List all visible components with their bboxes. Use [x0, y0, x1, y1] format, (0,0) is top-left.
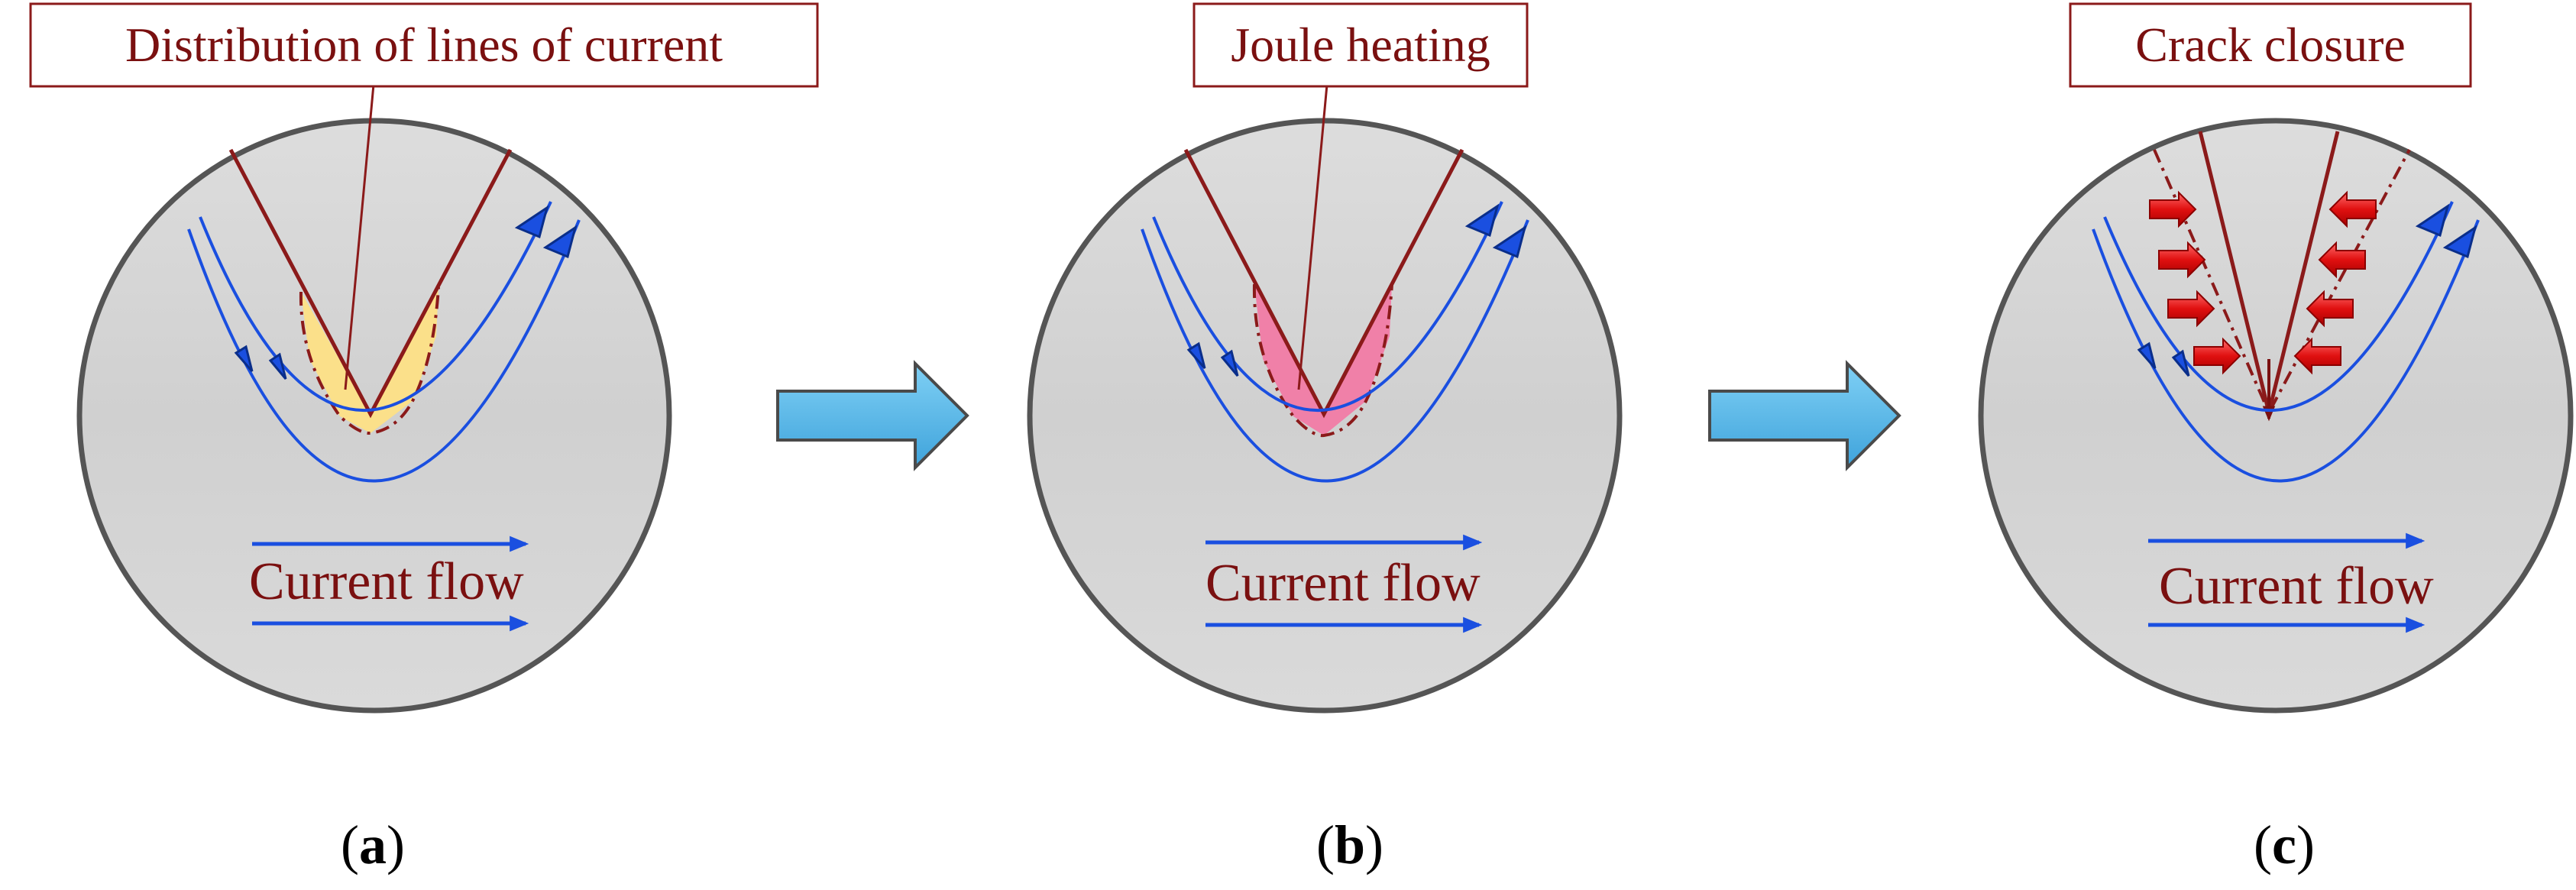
specimen-disk	[1978, 118, 2574, 714]
flow-arrowhead-icon	[1492, 225, 1527, 259]
caption-letter: b	[1335, 814, 1365, 875]
label-box	[2069, 2, 2472, 88]
caption-letter: c	[2272, 814, 2296, 875]
flow-arrowhead-icon	[2415, 203, 2450, 238]
current-line-inner	[1152, 201, 1503, 413]
flow-arrowhead-icon	[1186, 341, 1206, 369]
closure-arrows-left	[2149, 190, 2241, 375]
crack-outline-dashed	[1252, 283, 1393, 438]
flow-arrowhead-icon	[2137, 341, 2157, 369]
caption-a: (a)	[341, 814, 405, 875]
flow-arrowhead-icon	[542, 225, 578, 259]
crack-edge	[1183, 148, 1464, 419]
flow-arrowhead-icon	[2171, 349, 2190, 377]
compression-arrow-icon	[2167, 290, 2215, 328]
flow-arrowhead-icon	[234, 345, 254, 372]
compression-arrow-icon	[2149, 190, 2197, 228]
panel-title: Crack closure	[2135, 18, 2406, 72]
flow-arrowhead-icon	[268, 352, 287, 380]
original-crack-outline-dashed	[2153, 149, 2411, 416]
right-arrow-icon	[776, 360, 969, 471]
closure-arrows-right	[2293, 190, 2377, 375]
current-line-inner	[2103, 201, 2454, 413]
joule-heating-zone	[1254, 284, 1392, 435]
flow-arrowhead-icon	[1464, 203, 1500, 238]
caption-b: (b)	[1316, 814, 1383, 875]
flow-arrowhead-icon	[2442, 225, 2477, 259]
current-flow-label: Current flow	[1205, 554, 1481, 613]
current-line-inner	[199, 201, 552, 413]
right-arrow-icon	[1708, 360, 1901, 471]
compression-arrow-icon	[2193, 337, 2241, 375]
compression-arrow-icon	[2306, 290, 2354, 328]
flow-arrowhead-icon	[1220, 349, 1239, 377]
crack-outline-dashed	[299, 286, 440, 435]
caption-c: (c)	[2254, 814, 2315, 875]
panel-c: Crack closure Current flow (c)	[1978, 2, 2574, 875]
compression-arrow-icon	[2328, 190, 2377, 228]
compression-arrow-icon	[2293, 337, 2341, 375]
panel-b: Joule heating Current flow (b)	[1027, 2, 1623, 875]
panel-title: Joule heating	[1231, 18, 1490, 72]
crack-edge	[228, 148, 513, 419]
caption-letter: a	[359, 814, 387, 875]
label-box	[29, 2, 819, 88]
current-concentration-zone	[301, 287, 439, 433]
flow-arrowhead-icon	[514, 205, 549, 239]
label-leader-line	[344, 76, 376, 390]
panel-a: Distribution of lines of current Current…	[29, 2, 819, 875]
current-flow-label: Current flow	[2159, 557, 2434, 616]
label-box	[1193, 2, 1529, 88]
label-leader-line	[1297, 76, 1329, 390]
panel-title: Distribution of lines of current	[125, 18, 723, 72]
compression-arrow-icon	[2318, 241, 2366, 279]
compression-arrow-icon	[2158, 241, 2206, 279]
current-flow-label: Current flow	[249, 552, 524, 611]
